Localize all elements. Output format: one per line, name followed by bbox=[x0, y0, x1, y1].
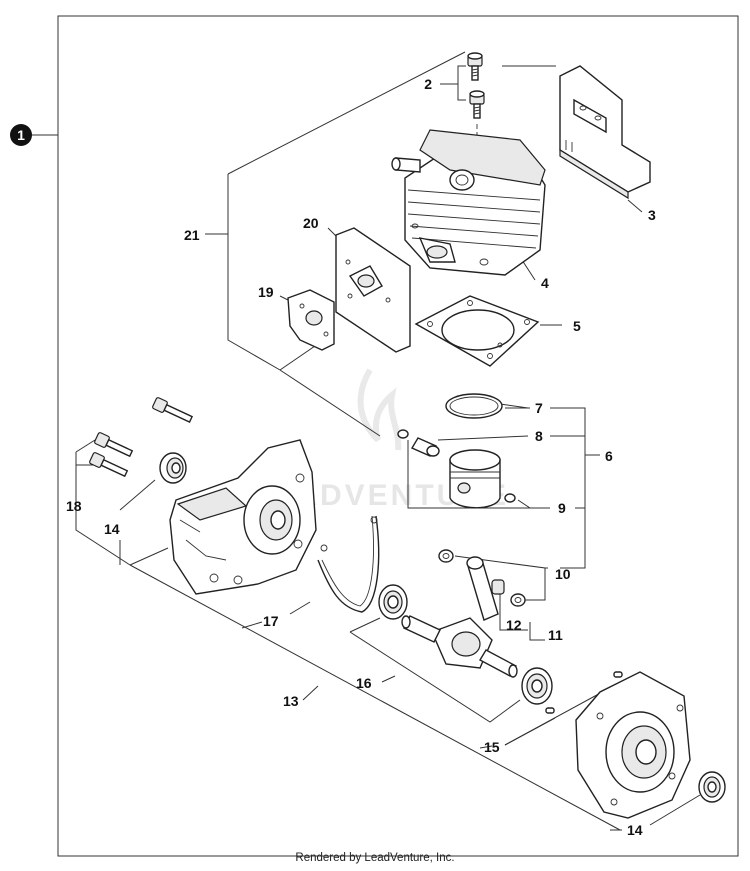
callout-19: 19 bbox=[258, 284, 274, 300]
part-11-crankshaft[interactable] bbox=[401, 556, 518, 678]
callout-5: 5 bbox=[573, 318, 581, 334]
callout-3: 3 bbox=[648, 207, 656, 223]
part-6-piston[interactable] bbox=[449, 449, 501, 509]
footer-credit: Rendered by LeadVenture, Inc. bbox=[295, 852, 455, 864]
diagram-frame bbox=[57, 15, 739, 857]
callout-16: 16 bbox=[356, 675, 372, 691]
callout-20: 20 bbox=[303, 215, 319, 231]
part-3-heat-shield[interactable] bbox=[559, 65, 651, 200]
leader-lines bbox=[75, 51, 701, 831]
callout-14-right: 14 bbox=[627, 822, 643, 838]
part-17-crankcase-gasket[interactable] bbox=[317, 515, 380, 613]
part-5-cylinder-gasket[interactable] bbox=[414, 295, 540, 367]
callout-9: 9 bbox=[558, 500, 566, 516]
part-7-piston-ring[interactable] bbox=[445, 393, 503, 419]
part-19-insulator[interactable] bbox=[287, 289, 335, 351]
assembly-badge[interactable]: 1 bbox=[10, 124, 32, 146]
callout-11: 11 bbox=[548, 627, 563, 643]
callout-13: 13 bbox=[283, 693, 299, 709]
callout-21: 21 bbox=[184, 227, 200, 243]
callout-10: 10 bbox=[555, 566, 571, 582]
callout-labels: 2 3 4 5 6 7 8 9 10 11 12 13 14 14 15 16 … bbox=[66, 76, 656, 838]
callout-6: 6 bbox=[605, 448, 613, 464]
callout-17: 17 bbox=[263, 613, 279, 629]
callout-15: 15 bbox=[484, 739, 500, 755]
callout-8: 8 bbox=[535, 428, 543, 444]
callout-14-left: 14 bbox=[104, 521, 120, 537]
callout-4: 4 bbox=[541, 275, 549, 291]
part-14-oil-seal-left[interactable] bbox=[159, 452, 187, 484]
assembly-badge-label: 1 bbox=[17, 127, 25, 143]
part-18-bolts[interactable] bbox=[89, 397, 194, 479]
part-13-crankcase-left[interactable] bbox=[169, 439, 317, 595]
dowel-pins bbox=[545, 671, 623, 714]
part-16-bearings[interactable] bbox=[378, 584, 553, 705]
part-9-circlips[interactable] bbox=[397, 429, 516, 503]
part-8-piston-pin[interactable] bbox=[410, 437, 440, 457]
part-10-thrust-washers[interactable] bbox=[438, 549, 526, 607]
part-14-oil-seal-right[interactable] bbox=[698, 771, 726, 803]
callout-12: 12 bbox=[506, 617, 522, 633]
part-20-intake-gasket[interactable] bbox=[335, 227, 411, 353]
callout-18: 18 bbox=[66, 498, 82, 514]
part-12-needle-bearing[interactable] bbox=[491, 579, 505, 595]
callout-2: 2 bbox=[424, 76, 432, 92]
part-15-crankcase-right[interactable] bbox=[575, 671, 691, 819]
callout-7: 7 bbox=[535, 400, 543, 416]
part-4-cylinder[interactable] bbox=[391, 129, 546, 276]
